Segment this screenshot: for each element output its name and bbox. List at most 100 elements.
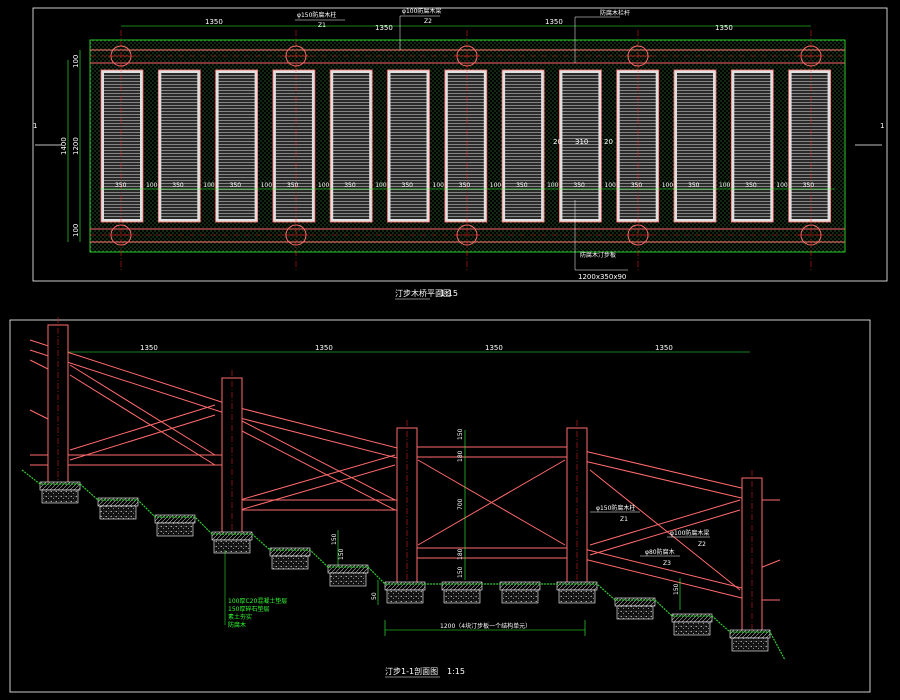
plan-left-total: 1400 — [60, 137, 68, 155]
plank-dim-label: 100 — [776, 182, 788, 189]
elev-post — [566, 427, 588, 586]
plank-dim-label: 100 — [433, 182, 445, 189]
plank-dim-label: 100 — [318, 182, 330, 189]
step-slab — [39, 481, 81, 491]
step-group — [21, 469, 786, 661]
elev-post — [396, 427, 418, 586]
plank-dim-label: 350 — [287, 182, 299, 189]
elevation-frame — [9, 319, 871, 693]
plan-top-dim-3: 1350 — [545, 18, 563, 26]
plank-dim-label: 350 — [803, 182, 815, 189]
step-footing — [501, 589, 539, 604]
section-mark-right: 1 — [880, 122, 884, 130]
plank-group — [100, 69, 831, 223]
elev-leader-4: 防腐木 — [228, 621, 246, 629]
elev-top-dim-4: 1350 — [655, 344, 673, 352]
step-slab — [441, 581, 483, 591]
plan-rail-code: Z2 — [424, 18, 432, 25]
step-slab — [269, 547, 311, 557]
plank-slats — [791, 73, 828, 219]
step-slab — [614, 597, 656, 607]
plank-dim-label: 100 — [375, 182, 387, 189]
plank-dim-label: 350 — [745, 182, 757, 189]
plank-dim-label: 350 — [230, 182, 242, 189]
step-slab — [729, 629, 771, 639]
elev-leader-1: 100厚C20混凝土垫层 — [228, 597, 287, 605]
elev-mid-dim-5: 150 — [457, 566, 464, 578]
elev-mid-dim-3: 700 — [457, 498, 464, 510]
step-slab — [97, 497, 139, 507]
plank-dim-label: 100 — [490, 182, 502, 189]
step-slab — [211, 531, 253, 541]
plank-slats — [447, 73, 484, 219]
plank-dim-label: 100 — [662, 182, 674, 189]
plan-title: 汀步木桥平面图 — [395, 288, 451, 298]
elev-scale: 1:15 — [447, 667, 465, 676]
plan-post-note: φ150防腐木柱 — [297, 11, 336, 19]
elev-title: 汀步1-1剖面图 — [385, 666, 438, 676]
step-footing — [213, 539, 251, 554]
elev-top-dim-1: 1350 — [140, 344, 158, 352]
plan-edge-note: 防腐木栏杆 — [600, 9, 630, 17]
step-slab — [154, 514, 196, 524]
step-slab — [556, 581, 598, 591]
elev-post — [741, 477, 763, 636]
section-mark-left: 1 — [33, 122, 37, 130]
plan-frame — [32, 7, 888, 282]
plan-left-dim-3: 100 — [72, 224, 80, 237]
step-footing — [731, 637, 769, 652]
plan-top-dim-4: 1350 — [715, 24, 733, 32]
step-footing — [41, 489, 79, 504]
elev-mid-dim-2: 180 — [457, 450, 464, 462]
elev-post-note: φ150防腐木柱 — [596, 504, 635, 512]
plank-dim-label: 100 — [604, 182, 616, 189]
plank-slats — [619, 73, 656, 219]
elev-brace-code: Z3 — [663, 560, 671, 567]
step-footing — [443, 589, 481, 604]
elev-rail-note: φ100防腐木梁 — [670, 529, 709, 537]
plank-dim-label: 100 — [547, 182, 559, 189]
plank-slats — [161, 73, 198, 219]
elevation-view: 1350 1350 1350 1350 — [9, 317, 871, 693]
plan-rail-note: φ100防腐木梁 — [402, 7, 441, 15]
step-footing — [616, 605, 654, 620]
plank-slats — [333, 73, 370, 219]
elev-brace-note: φ80防腐木 — [645, 548, 675, 556]
railing-structure — [29, 339, 781, 601]
plan-mid-dim-2: 310 — [575, 138, 588, 146]
plank-dim-labels: 350 100 350 100 350 100 350 100 350 100 350 100 350 1… — [115, 182, 814, 189]
plank-dim-label: 100 — [261, 182, 273, 189]
elev-mid-dim-1: 150 — [457, 428, 464, 440]
elev-post — [221, 377, 243, 536]
plank-dim-label: 350 — [172, 182, 184, 189]
ground-line — [21, 469, 786, 661]
plank-slats — [562, 73, 599, 219]
step-footing — [673, 621, 711, 636]
elev-leader-2: 150厚碎石垫层 — [228, 605, 269, 613]
plank-dim-label: 100 — [146, 182, 158, 189]
step-footing — [329, 572, 367, 587]
elev-bottom-dim: 1200（4块汀步板一个结构单元） — [440, 622, 531, 630]
plan-top-dim-1: 1350 — [205, 18, 223, 26]
plank-dim-label: 350 — [459, 182, 471, 189]
elev-leader-3: 素土夯实 — [228, 613, 252, 621]
step-slab — [384, 581, 426, 591]
elev-side-dim-3: 50 — [371, 592, 378, 600]
plank-dim-label: 350 — [631, 182, 643, 189]
plank-dim-label: 350 — [573, 182, 585, 189]
step-slab — [671, 613, 713, 623]
plan-left-dim-2: 1200 — [72, 137, 80, 155]
plan-post-code: Z1 — [318, 22, 326, 29]
elev-side-dim-4: 150 — [673, 583, 680, 595]
plan-mid-dim-3: 20 — [604, 138, 613, 146]
plan-slab-size: 1200x350x90 — [578, 273, 626, 281]
plank-slats — [218, 73, 255, 219]
plank-slats — [104, 73, 140, 219]
plank-dim-label: 100 — [719, 182, 731, 189]
elev-side-dim-2: 150 — [338, 548, 345, 560]
plan-view: 1350 1350 1350 1350 φ150防腐木柱 Z1 φ100防腐木梁… — [32, 7, 888, 300]
step-slab — [499, 581, 541, 591]
plan-slab-note: 防腐木汀步板 — [580, 251, 616, 259]
plank-dim-label: 350 — [115, 182, 127, 189]
